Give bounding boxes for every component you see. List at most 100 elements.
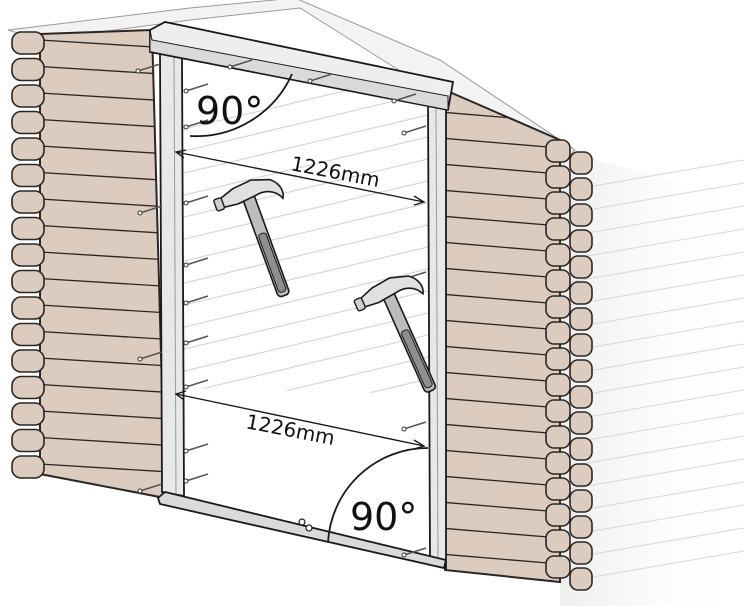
log-end [545,295,571,319]
background-plank-line [569,274,744,306]
plank-line [445,215,560,227]
plank-line [40,463,165,473]
back-plank-line [182,333,430,394]
log-end [11,84,45,108]
plank-line [445,319,560,331]
nail-icon [183,195,209,206]
plank-line [40,65,165,76]
back-plank-line [182,135,430,197]
back-plank-line [182,179,430,241]
background-plank-line [569,297,744,329]
plank-line [40,39,165,49]
nail-icon [135,63,161,74]
log-end [545,477,571,501]
top-angle-label: 90° [196,89,263,133]
bottom-dimension: 1226mm [174,390,426,450]
log-end [545,529,571,553]
plank-line [40,224,165,235]
log-end [569,307,593,331]
background-plank-line [569,504,744,536]
log-end [545,425,571,449]
background-plank-line [569,228,744,260]
log-end [545,347,571,371]
nail-icon [137,351,163,362]
back-plank-line [182,311,430,373]
log-end [11,269,45,294]
nail-icon [183,443,209,454]
plank-line [445,241,560,253]
bottom-dimension-label: 1226mm [244,409,337,450]
background-plank-line [569,366,744,398]
log-end [569,177,593,201]
plank-line [445,449,560,461]
log-end [545,243,571,267]
back-plank-line [182,355,430,394]
plank-line [40,277,165,288]
log-end [11,137,45,161]
background-plank-line [569,205,744,237]
plank-line [40,92,165,102]
log-end [569,151,593,175]
right-log-ends [545,139,593,591]
plank-line [40,357,165,367]
log-end [545,451,571,475]
nail-icon [183,379,209,390]
plank-line [445,345,560,357]
nail-icon [183,257,209,268]
plank-line [445,137,560,149]
log-end [569,515,593,539]
nails [135,59,427,558]
background-wall [560,150,744,606]
plank-line [445,267,560,279]
nail-icon [183,335,209,346]
log-end [11,455,45,479]
back-plank-line [182,223,430,285]
log-end [545,503,571,527]
plank-line [40,304,165,314]
right-wall [444,88,593,591]
log-end [569,567,593,591]
plank-line [40,171,165,182]
nail-icon [183,119,209,130]
plank-line [40,118,165,129]
plank-line [445,475,560,487]
background-plank-line [569,251,744,283]
plank-line [40,383,165,394]
log-end [569,255,593,279]
back-plank-line [182,113,430,175]
log-end [11,402,45,426]
nail-icon [183,473,209,484]
nail-icon [401,547,427,558]
background-plank-line [569,412,744,444]
back-plank-line [182,201,430,263]
plank-line [445,423,560,435]
log-end [569,385,593,409]
log-end [11,296,45,320]
nail-icon [183,83,209,94]
background-plank-line [569,320,744,352]
background-plank-line [569,159,744,191]
log-end [545,165,571,189]
log-end [569,489,593,513]
log-end [11,243,45,267]
background-plank-line [569,481,744,513]
back-plank-line [182,377,430,394]
nail-icon [307,73,333,84]
plank-line [445,501,560,513]
log-end [11,349,45,373]
plank-line [40,251,165,261]
bottom-angle-label: 90° [350,495,417,539]
log-end [545,321,571,345]
background-plank-line [569,343,744,375]
log-end [545,139,571,163]
plank-line [40,145,165,155]
log-end [11,190,45,214]
background-plank-line [569,458,744,490]
nail-icon [391,93,417,104]
log-end [11,428,45,453]
plank-line [445,189,560,201]
bottom-angle-marker: 90° [327,447,429,543]
log-end [545,399,571,423]
back-plank-line [182,91,430,153]
